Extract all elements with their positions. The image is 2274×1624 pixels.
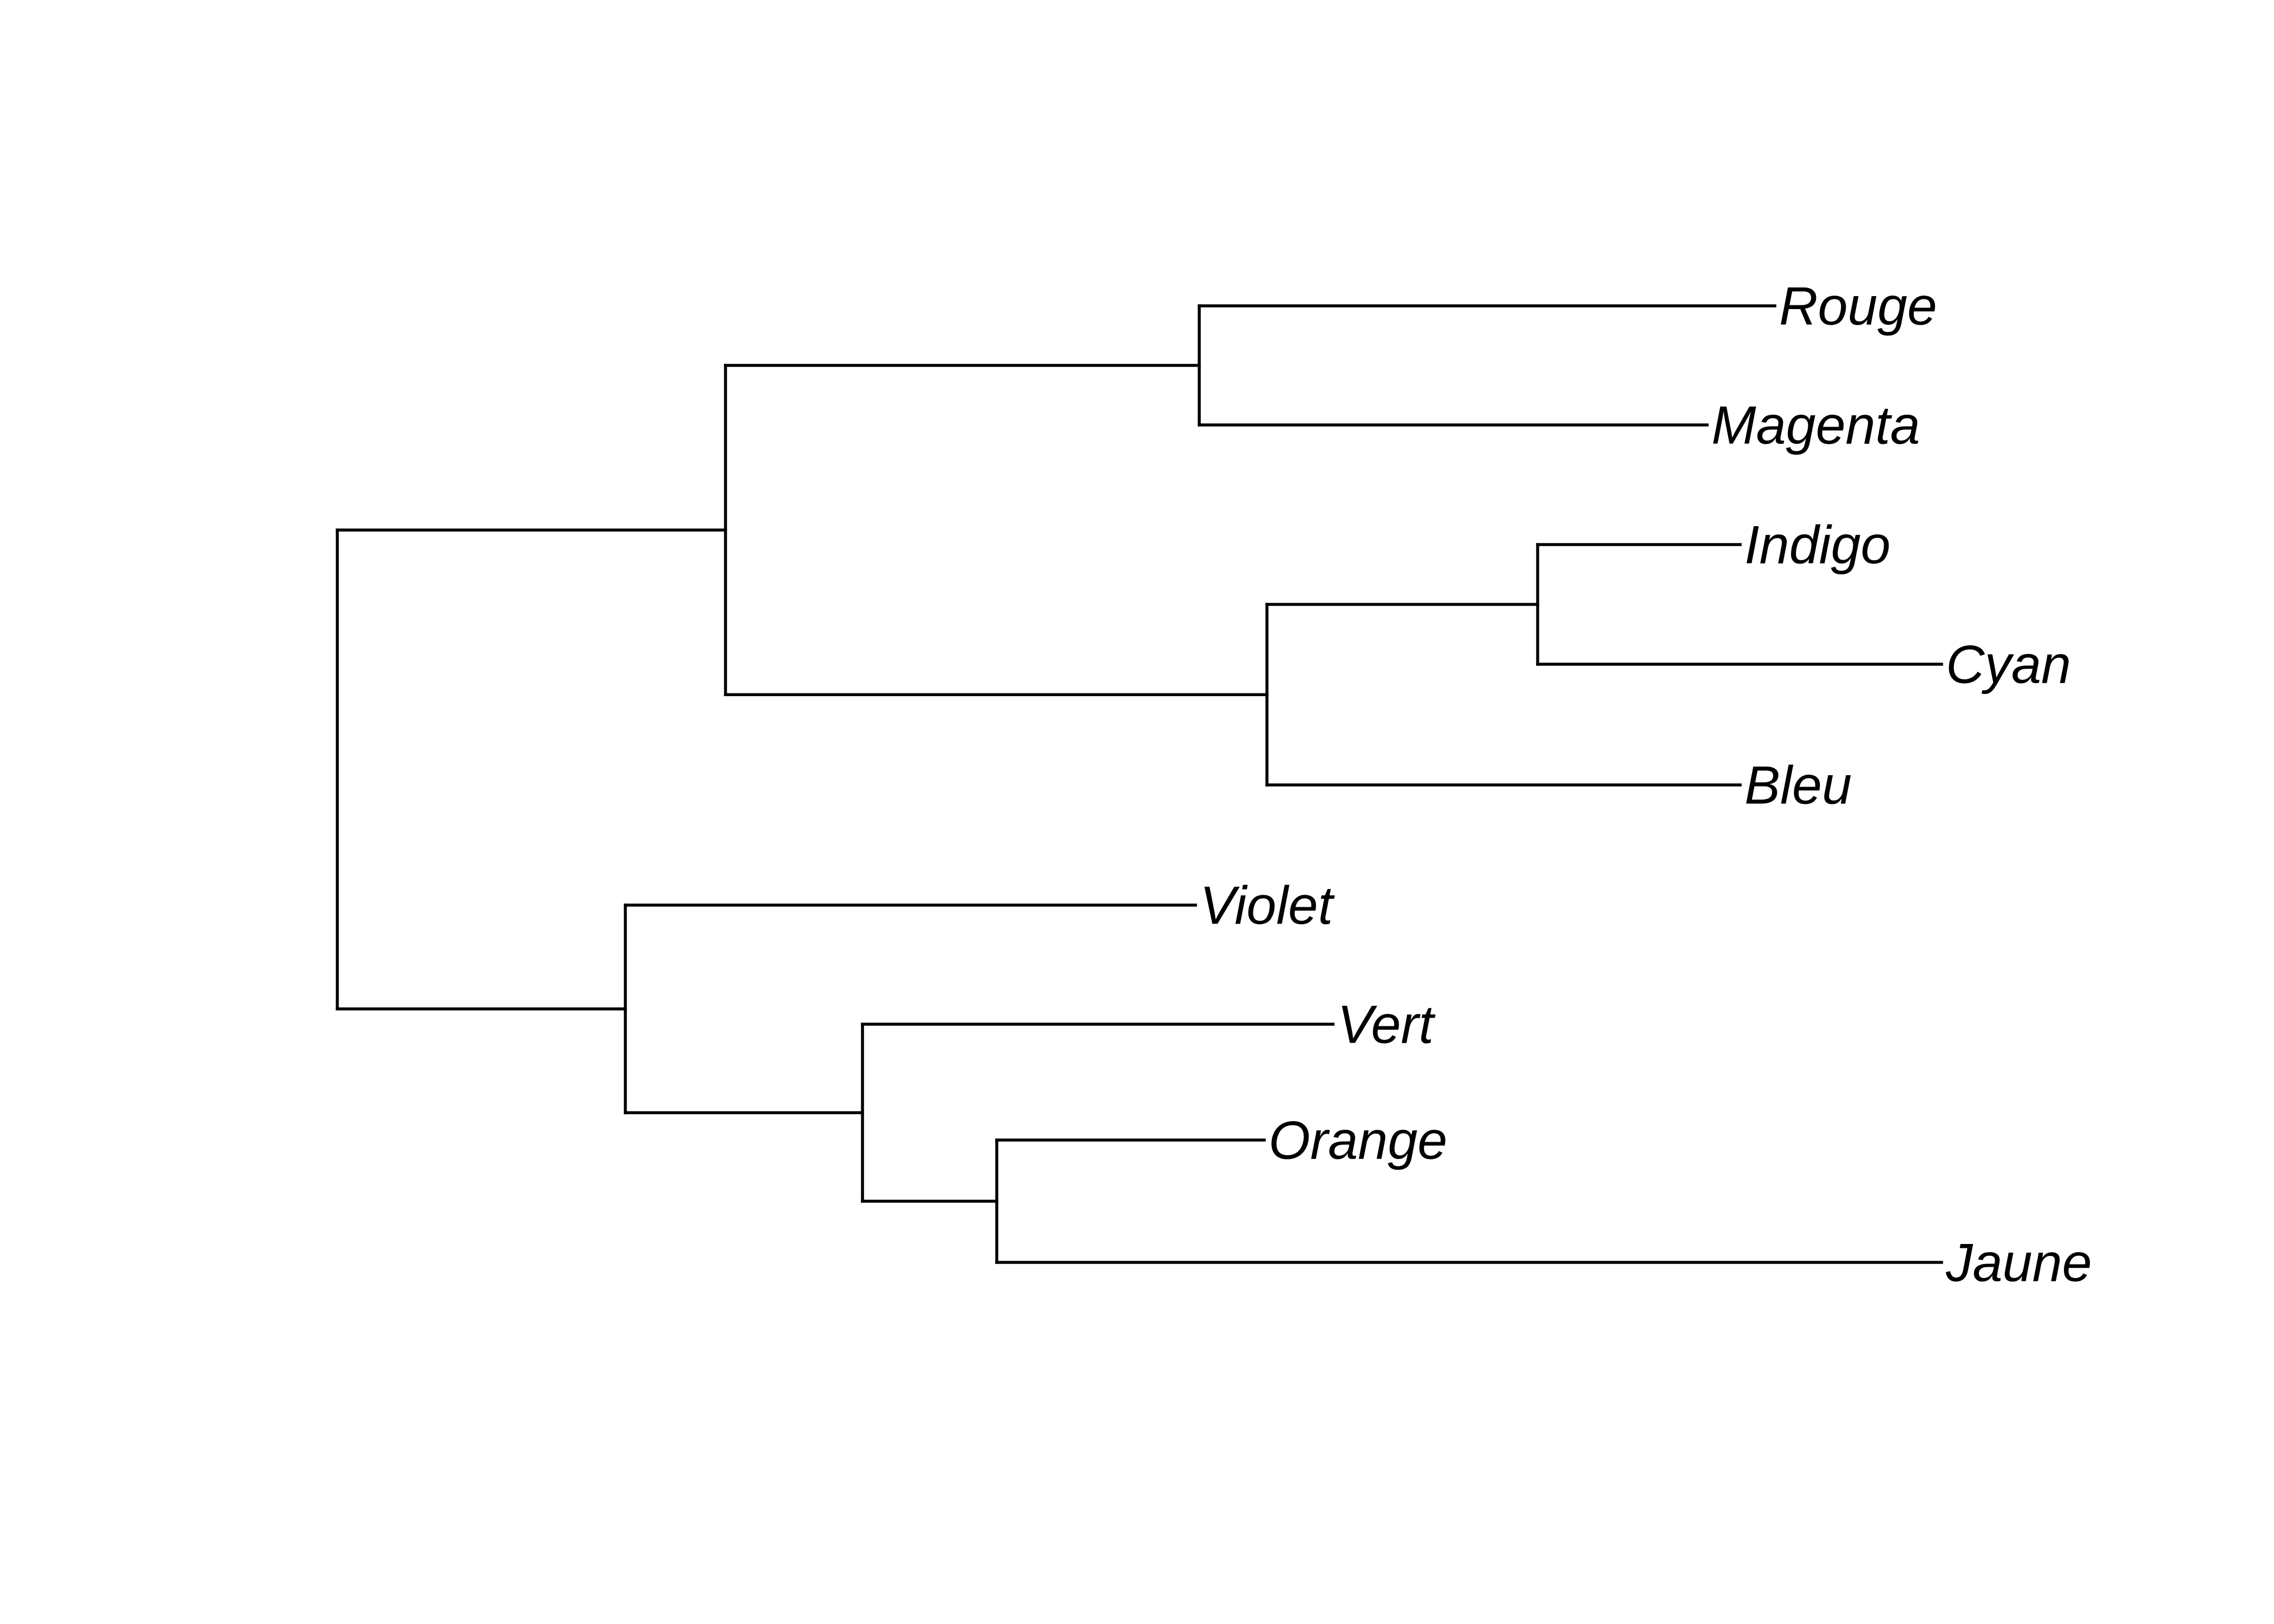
tip-label-orange: Orange [1269, 1110, 1447, 1170]
tip-label-jaune: Jaune [1945, 1233, 2092, 1293]
tip-label-indigo: Indigo [1744, 515, 1891, 575]
tip-label-rouge: Rouge [1779, 276, 1937, 336]
tip-label-cyan: Cyan [1946, 634, 2071, 695]
tip-labels: RougeMagentaIndigoCyanBleuVioletVertOran… [1200, 276, 2092, 1293]
branches [336, 304, 1943, 1264]
tip-label-bleu: Bleu [1744, 755, 1852, 815]
tip-label-violet: Violet [1200, 875, 1335, 935]
tip-label-vert: Vert [1337, 994, 1435, 1055]
tip-label-magenta: Magenta [1711, 395, 1920, 455]
